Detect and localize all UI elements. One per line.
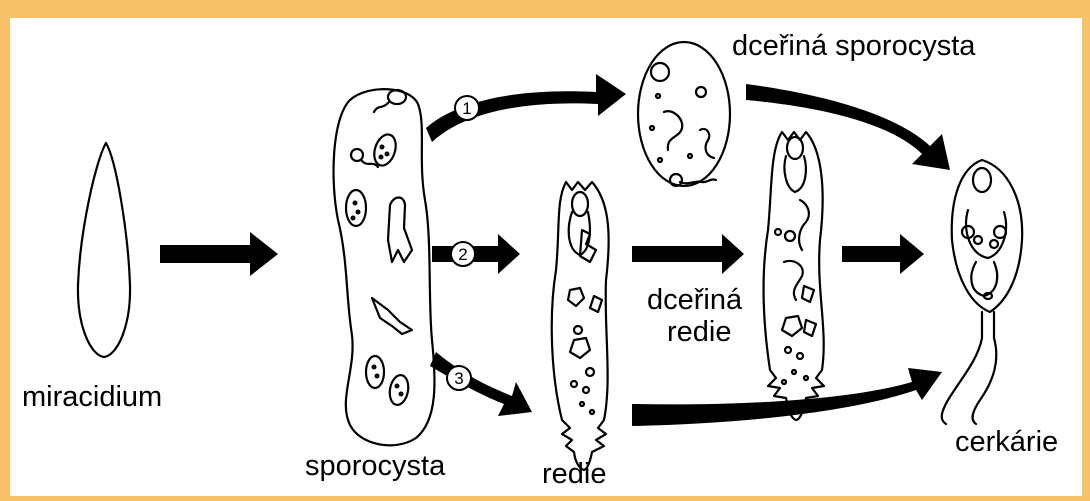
arrow-redie-to-daughter-redie bbox=[632, 234, 744, 274]
arrow-redie-to-cercaria bbox=[632, 368, 942, 426]
sporocyst-shape bbox=[334, 89, 435, 445]
label-daughter-redie-line2: redie bbox=[667, 318, 732, 347]
label-sporocysta: sporocysta bbox=[305, 452, 445, 481]
arrow-path-3 bbox=[430, 352, 532, 416]
cercaria-shape bbox=[942, 160, 1022, 424]
label-daughter-sporocyst: dceřiná sporocysta bbox=[732, 32, 975, 61]
label-miracidium: miracidium bbox=[22, 383, 162, 412]
daughter-sporocyst-shape bbox=[638, 42, 730, 186]
path-1-number: 1 bbox=[462, 99, 471, 118]
label-redie: redie bbox=[542, 460, 607, 489]
arrow-sporocyst-to-cercaria bbox=[746, 84, 950, 170]
path-3-number: 3 bbox=[454, 369, 463, 388]
miracidium-shape bbox=[78, 143, 130, 357]
arrow-main bbox=[160, 232, 278, 276]
arrow-daughter-redie-to-cercaria bbox=[842, 234, 924, 274]
redia-shape bbox=[552, 182, 609, 470]
path-2-number: 2 bbox=[458, 245, 467, 264]
label-daughter-redie-line1: dceřiná bbox=[647, 286, 742, 315]
label-cercarie: cerkárie bbox=[955, 428, 1058, 457]
daughter-redia-shape bbox=[764, 132, 824, 420]
